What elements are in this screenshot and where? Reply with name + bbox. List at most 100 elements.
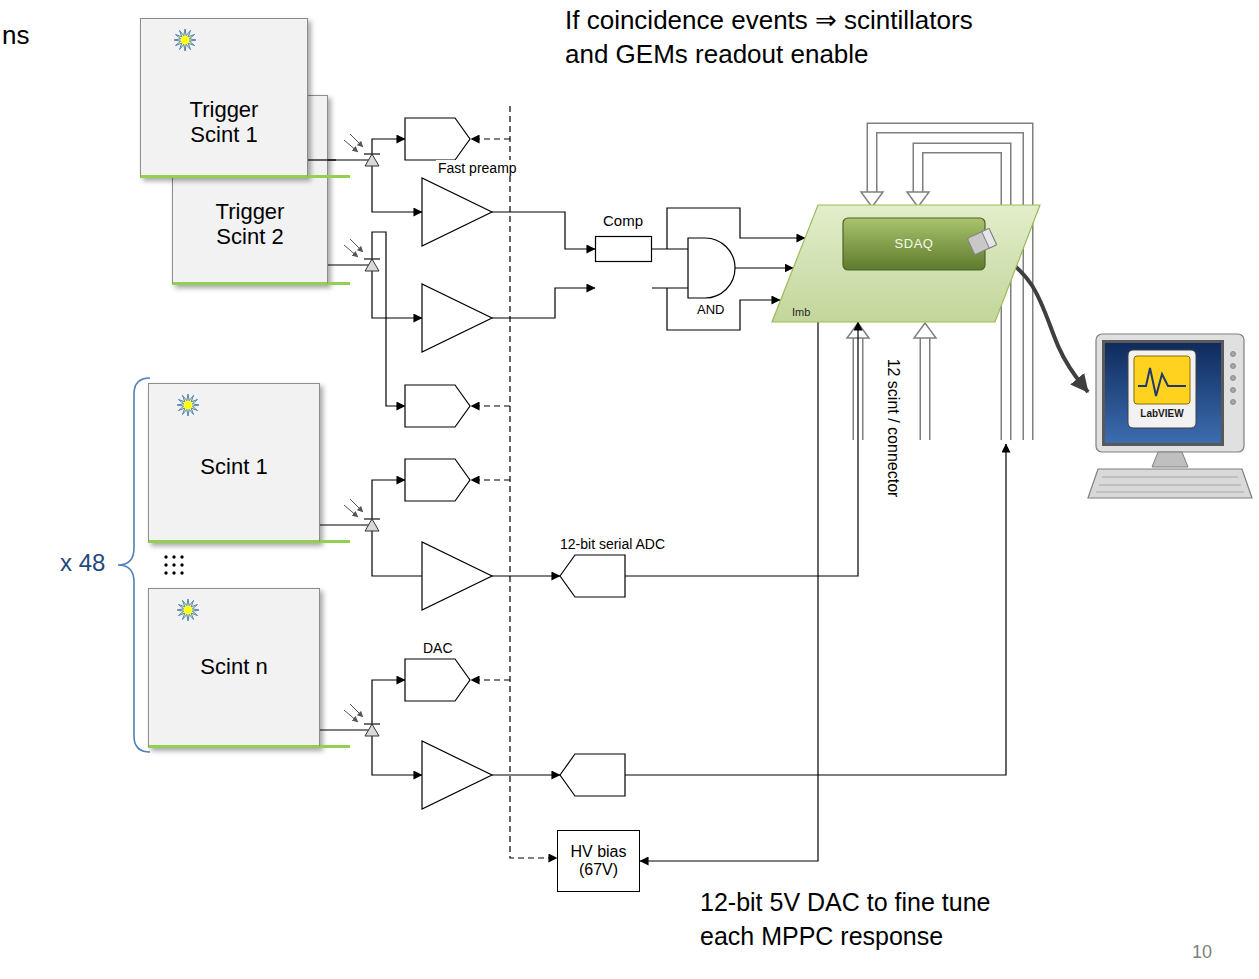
computer-base: [1088, 469, 1252, 498]
photodiode-symbol: [344, 704, 380, 736]
bus-head: [861, 192, 883, 207]
dac-symbol: [405, 385, 470, 427]
photon-arrow: [350, 499, 363, 512]
signal-wire: [372, 265, 422, 318]
shape-outline: [422, 178, 492, 246]
ellipsis-dot: [164, 571, 167, 574]
signal-wire: [492, 774, 560, 775]
ellipsis-dot: [180, 555, 183, 558]
photon-arrow: [344, 140, 358, 152]
dac-symbol: [405, 659, 470, 701]
bus-label: 12 scint / connector: [884, 357, 902, 500]
preamp-symbol: [422, 542, 492, 610]
signal-wire: [652, 287, 688, 288]
data-link-arrow: [985, 244, 1088, 392]
node-label: Imb: [792, 306, 810, 319]
logo-panel: [1134, 356, 1190, 404]
signal-wire: [667, 208, 805, 249]
diode-body: [365, 154, 379, 166]
shape-outline: [560, 555, 625, 597]
page-number: 10: [1192, 942, 1212, 964]
software-logo: [1128, 350, 1196, 428]
bias-control-line: [471, 679, 510, 680]
monitor-neck: [1152, 452, 1188, 467]
fiber: [320, 745, 350, 748]
ellipsis-dot: [180, 571, 183, 574]
bus-inner: [921, 338, 929, 440]
monitor-button: [1231, 400, 1236, 405]
sdaq-module: [843, 218, 985, 270]
preamp-symbol: [422, 178, 492, 246]
shape-outline: [772, 205, 1040, 322]
monitor-bezel: [1102, 340, 1224, 446]
fiber: [320, 540, 350, 543]
monitor-button: [1231, 376, 1236, 381]
monitor-button: [1231, 364, 1236, 369]
ellipsis-dot: [164, 563, 167, 566]
bias-control-line: [471, 138, 510, 139]
signal-connector: [492, 212, 595, 249]
group-brace: [118, 378, 150, 752]
diode-bar: [364, 518, 380, 519]
node-label: SDAQ: [895, 237, 934, 252]
node-label: LabVIEW: [1128, 408, 1196, 420]
serial-adc: 12-bit serial ADC: [560, 555, 625, 597]
dac-symbol: [405, 118, 470, 160]
signal-wire: [372, 232, 405, 406]
monitor-button: [1231, 352, 1236, 357]
diode-bar: [364, 153, 380, 154]
shape-outline: [595, 236, 652, 262]
bus-head: [907, 192, 929, 207]
photon-arrow: [350, 134, 363, 147]
diode-body: [365, 724, 379, 736]
bus-outline: [918, 148, 1006, 440]
diode-bar: [364, 723, 380, 724]
ellipsis-dot: [172, 563, 175, 566]
diode-bar: [364, 258, 380, 259]
usb-connector: [967, 228, 996, 254]
ellipsis-dot: [164, 555, 167, 558]
signal-wire: [667, 288, 780, 330]
connector-body: [967, 228, 996, 254]
and-gate-symbol: [688, 238, 735, 298]
logo-waveform: [1138, 368, 1186, 396]
shape-outline: [688, 238, 735, 298]
preamp-symbol: [422, 741, 492, 809]
motherboard: SDAQ Imb: [772, 205, 1040, 322]
light-flash: [177, 394, 199, 416]
ellipsis-dot: [180, 563, 183, 566]
comparator-symbol: [596, 237, 652, 262]
monitor-screen: [1105, 343, 1221, 443]
photon-arrow: [344, 710, 358, 722]
cropped-heading: ns: [2, 20, 29, 51]
and-gate: AND: [688, 238, 735, 298]
trigger-scintillator: Trigger Scint 1: [140, 18, 308, 178]
monitor-frame: [1096, 334, 1244, 452]
signal-wire: [328, 264, 372, 265]
scintillator: Scint n: [148, 588, 320, 748]
node-label: DAC: [421, 640, 455, 656]
sdaq-board: SDAQ: [843, 218, 985, 270]
hollow-bus-arrow: [914, 323, 936, 440]
node-label: Fast preamp: [436, 160, 519, 176]
connector-face: [982, 228, 997, 248]
signal-connector: [735, 267, 793, 268]
node-label: AND: [695, 303, 726, 318]
signal-connector: [320, 680, 405, 730]
node-label: 12-bit serial ADC: [558, 536, 667, 552]
photodiode-symbol: [344, 239, 380, 271]
scintillator: Scint 1: [148, 383, 320, 543]
photon-arrow: [350, 239, 363, 252]
hv-bias-box: HV bias (67V): [557, 830, 640, 892]
adc-symbol: [560, 555, 625, 597]
bias-control-line: [510, 106, 557, 858]
keyboard-row: [1099, 485, 1241, 486]
photon-arrow: [350, 704, 363, 717]
board-plane: [772, 205, 1040, 322]
ellipsis-dot: [172, 571, 175, 574]
signal-connector: [652, 248, 688, 249]
node-label: Trigger Scint 1: [165, 97, 283, 148]
light-core: [185, 402, 192, 409]
monitor-button: [1231, 388, 1236, 393]
